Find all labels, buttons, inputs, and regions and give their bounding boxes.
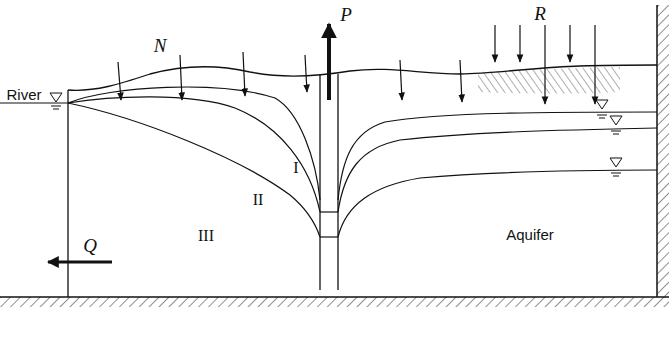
outflow-arrow [48, 261, 112, 264]
water-symbol [51, 106, 61, 107]
well-level [320, 236, 338, 237]
place-label: River [4, 86, 43, 103]
flow-symbol: R [532, 2, 548, 23]
curve-label: I [291, 159, 300, 177]
well-wall [337, 74, 338, 290]
recharge-arrow [495, 25, 595, 104]
water-symbol [596, 100, 622, 176]
river-level [0, 103, 68, 104]
river-boundary [67, 90, 68, 297]
flow-symbol: P [338, 4, 354, 25]
water-symbol [53, 109, 59, 110]
recharge-patch [478, 67, 620, 94]
curve-label: III [196, 227, 216, 245]
wall-hatch [657, 5, 669, 297]
flow-symbol: Q [81, 235, 99, 256]
pumping-arrow [327, 24, 331, 100]
region-label: Aquifer [504, 226, 556, 243]
base-line [0, 296, 669, 298]
water-table-III [338, 170, 657, 237]
water-table-III [68, 103, 320, 237]
wall-line [656, 5, 658, 297]
well-wall [319, 74, 320, 290]
well-level [320, 211, 338, 212]
water-symbol [50, 93, 62, 102]
water-table-II [68, 97, 320, 212]
infiltration-arrow [118, 52, 462, 102]
base-hatch [0, 297, 669, 307]
curve-label: II [251, 191, 266, 209]
flow-symbol: N [152, 35, 169, 56]
